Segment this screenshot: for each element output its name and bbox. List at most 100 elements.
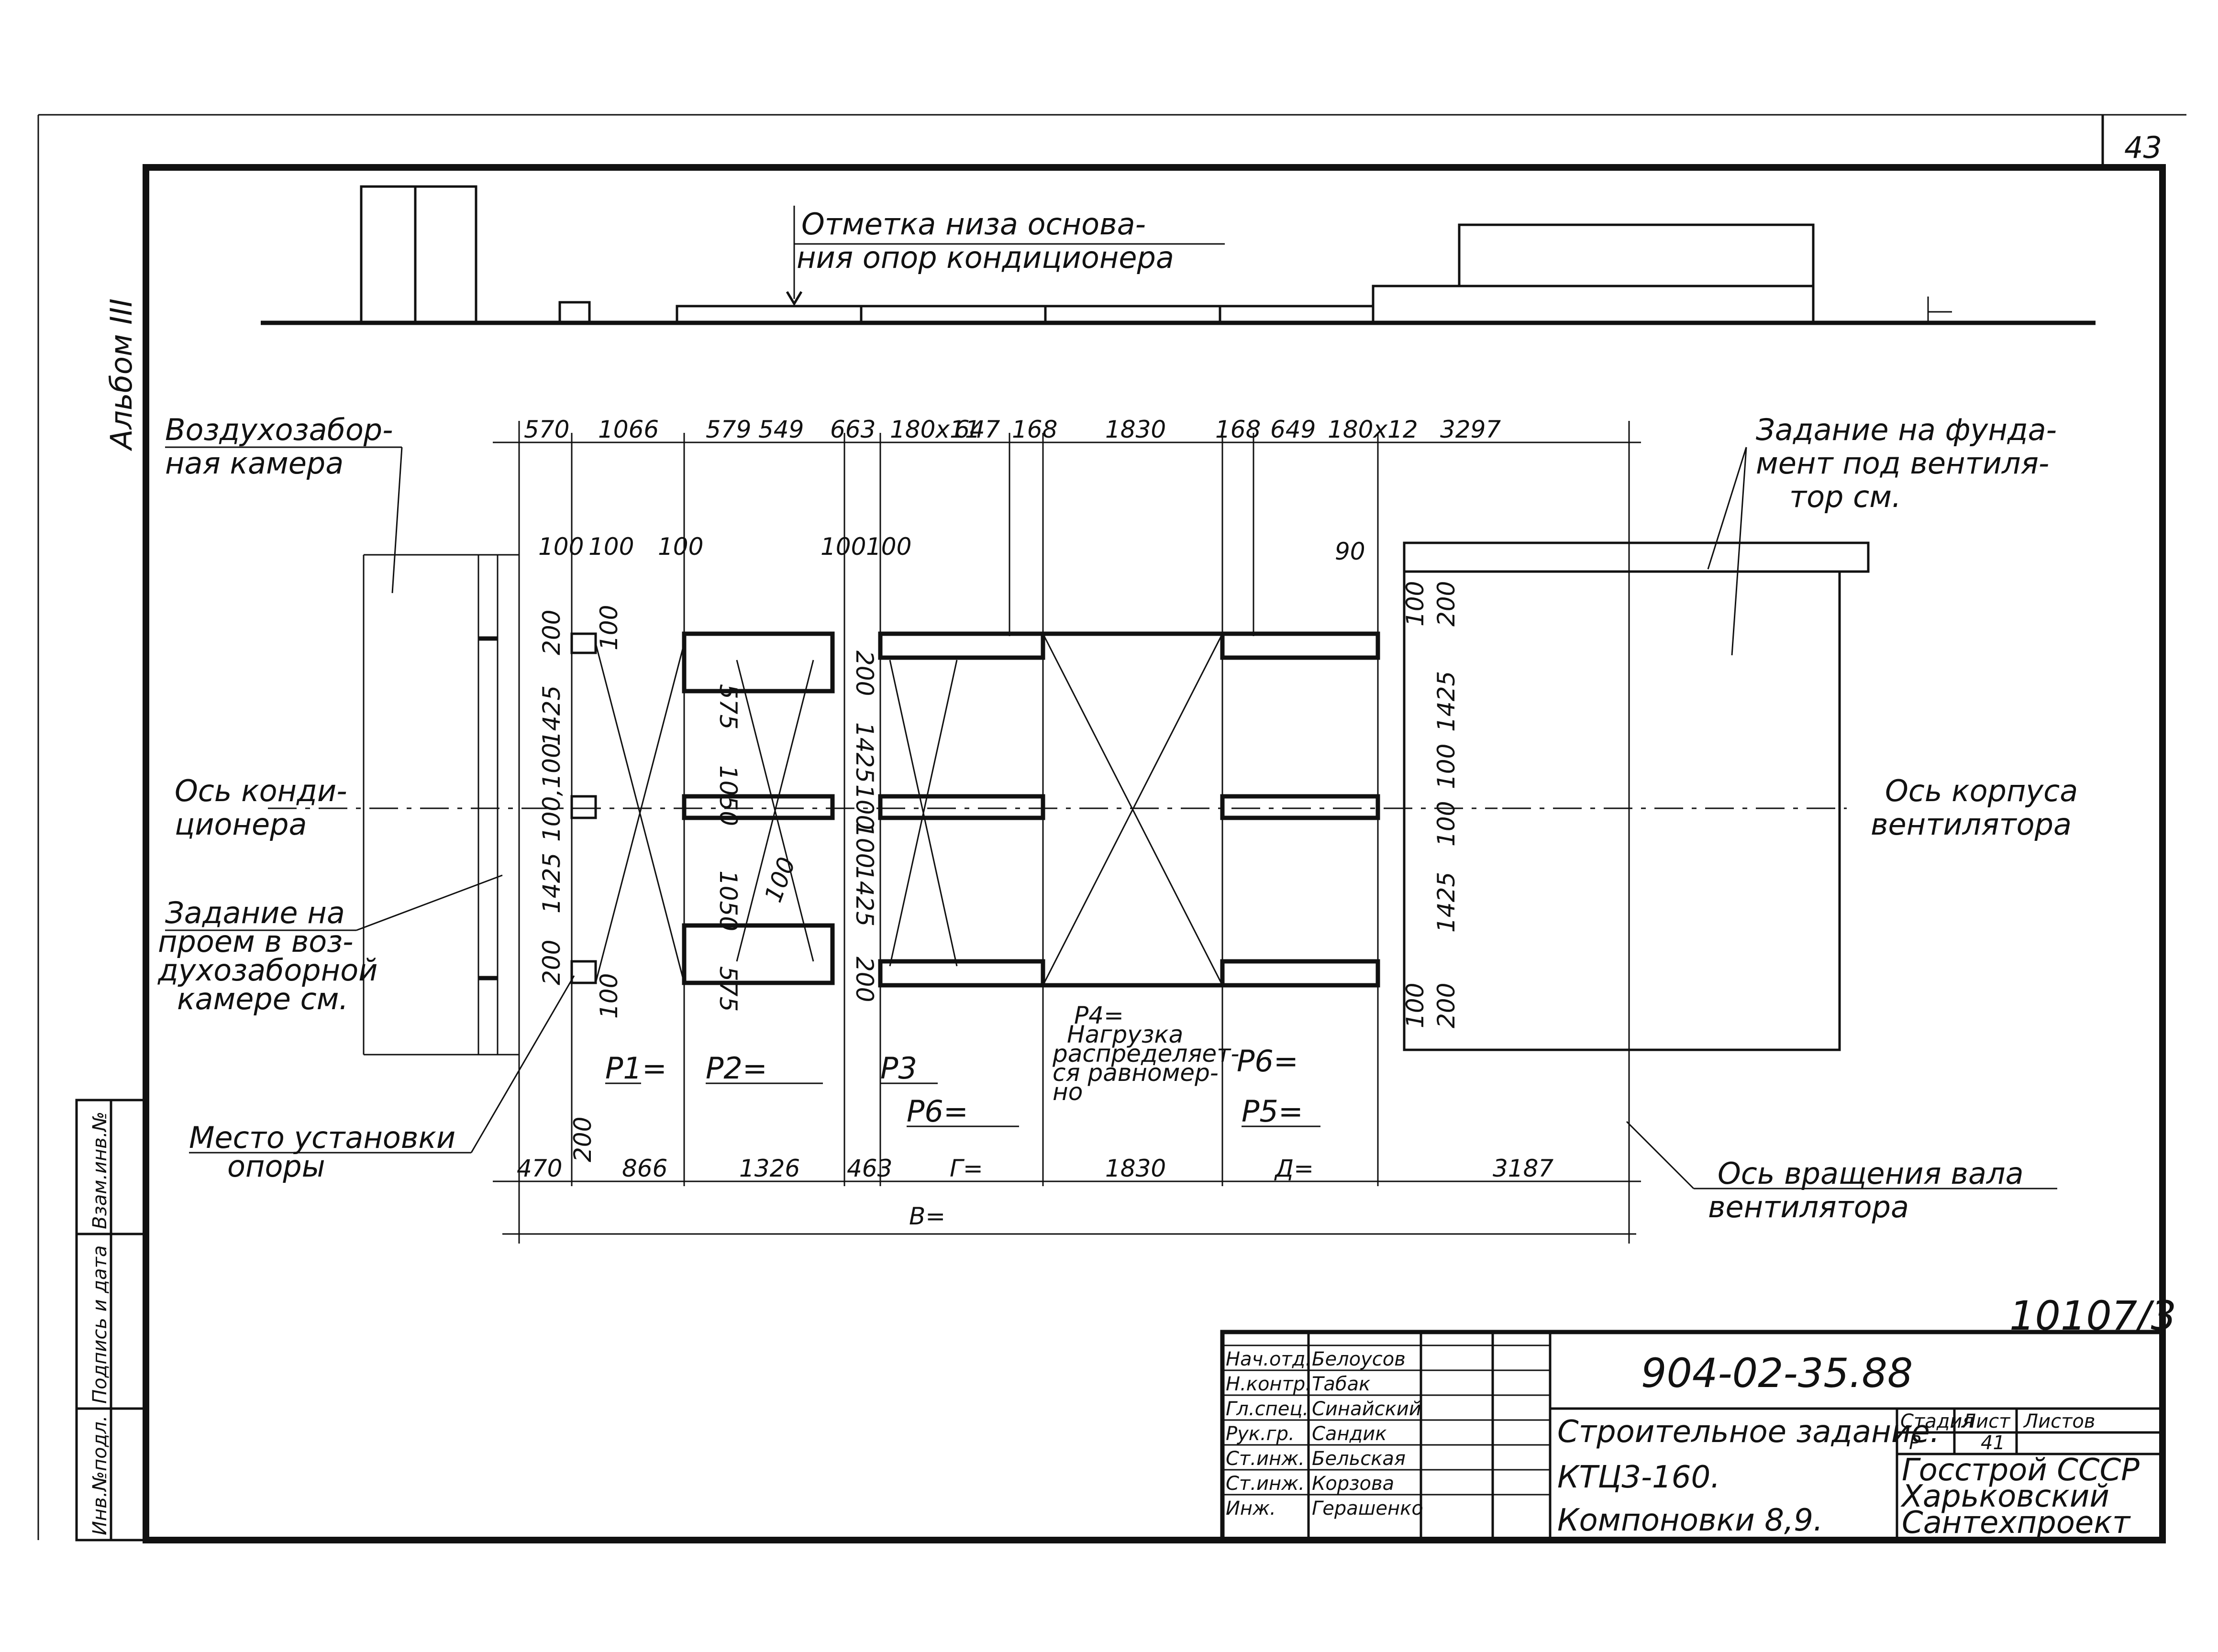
dim-top-2: 579: [706, 416, 751, 443]
title-block-rows: Нач.отд.БелоусовН.контр.ТабакГл.спец.Син…: [1222, 1344, 1550, 1520]
stamp-role: Гл.спец.: [1226, 1398, 1309, 1420]
opening-label-1: Задание на: [165, 895, 345, 930]
intake-chamber-label-2: ная камера: [165, 446, 344, 481]
load-p4-5: но: [1053, 1078, 1083, 1106]
vdim-r-1425-top: 1425: [1432, 671, 1460, 732]
dim-top-4: 663: [830, 416, 876, 443]
dim-bot-v: В=: [909, 1202, 945, 1230]
dim-top-11: 180x12: [1328, 416, 1418, 443]
opening-label-3: духозаборной: [157, 953, 377, 988]
stamp-role: Ст.инж.: [1226, 1448, 1305, 1470]
stamp-role: Ст.инж.: [1226, 1473, 1305, 1495]
vdim-c3-200-top: 200: [851, 650, 878, 696]
load-p4-4: ся равномер-: [1053, 1059, 1219, 1087]
dim-small-100c: 100: [658, 533, 703, 561]
stamp-name: Герашенко: [1312, 1498, 1423, 1520]
stamp-role: Н.контр.: [1226, 1373, 1311, 1395]
album-label: Альбом III: [104, 298, 139, 452]
dim-bot-d: Д=: [1274, 1155, 1314, 1182]
stamp-name: Табак: [1312, 1373, 1370, 1395]
dim-bot-1: 866: [622, 1155, 667, 1182]
vdim-c3-100b: 100: [851, 823, 878, 868]
vdim-left-1425-top: 1425: [538, 685, 566, 746]
dim-top-6: 647: [954, 416, 1000, 443]
base-mark-label-2: ния опор кондиционера: [797, 240, 1174, 275]
vdim-r-200-top: 200: [1432, 581, 1460, 627]
support-label-2: опоры: [227, 1149, 325, 1184]
vdim-c3-1425-top: 1425: [851, 722, 878, 783]
org-line-3: Сантехпроект: [1902, 1505, 2131, 1541]
vdim-left-100-bot: 100: [595, 973, 623, 1019]
load-p4-2: Нагрузка: [1067, 1021, 1183, 1048]
stamp-name: Синайский: [1312, 1398, 1421, 1420]
title-line-3: Компоновки 8,9.: [1557, 1503, 1823, 1538]
sheet-header: Лист: [1961, 1410, 2011, 1432]
stamp-role: Инж.: [1226, 1498, 1276, 1520]
dim-top-1: 1066: [598, 416, 659, 443]
vdim-r-100-top: 100: [1401, 581, 1429, 627]
sheet-frame: [37, 114, 2186, 1543]
side-stamp: [75, 1099, 147, 1542]
callouts: Воздухозабор- ная камера Задание на фунд…: [157, 412, 2078, 1224]
side-stamp-inv: Инв.№подл.: [89, 1415, 111, 1535]
title-block: [1220, 1330, 2165, 1542]
fan-foundation-label-3: тор см.: [1789, 479, 1901, 514]
dim-top-8: 1830: [1105, 416, 1166, 443]
dim-small-100b: 100: [588, 533, 634, 561]
dim-top-10: 649: [1270, 416, 1316, 443]
side-stamp-vzam: Взам.инв.№: [89, 1112, 111, 1229]
vertical-dimensions: 200 1425 100,100 1425 200 100 100 575 10…: [538, 581, 1460, 1162]
dim-top-12: 3297: [1440, 416, 1501, 443]
vdim-left-200-top: 200: [538, 610, 566, 655]
dim-bot-0: 470: [517, 1155, 562, 1182]
sheets-header: Листов: [2023, 1410, 2095, 1432]
stamp-role: Рук.гр.: [1226, 1423, 1295, 1445]
vdim-r-200-bot: 200: [1432, 983, 1460, 1028]
top-dimensions: 570 1066 579 549 663 180x11 647 168 1830…: [524, 416, 1501, 443]
base-mark-label-1: Отметка низа основа-: [801, 207, 1146, 242]
dim-small-90: 90: [1335, 538, 1365, 565]
cond-axis-label-1: Ось конди-: [175, 773, 347, 808]
vdim-r-1425-bot: 1425: [1432, 872, 1460, 933]
shaft-axis-label-1: Ось вращения вала: [1718, 1156, 2024, 1191]
shaft-axis-label-2: вентилятора: [1708, 1189, 1909, 1224]
org-line-2: Харьковский: [1900, 1479, 2109, 1514]
opening-label-4: камере см.: [177, 981, 348, 1016]
dim-top-3: 549: [758, 416, 804, 443]
vdim-left-200-bot: 200: [538, 940, 566, 985]
stamp-role: Нач.отд.: [1226, 1348, 1311, 1370]
dim-small-100a: 100: [538, 533, 584, 561]
load-p1: P1=: [605, 1051, 667, 1086]
dim-top-0: 570: [524, 416, 569, 443]
dim-bot-2: 1326: [739, 1155, 800, 1182]
dim-top-5: 180x11: [890, 416, 980, 443]
doc-number: 904-02-35.88: [1641, 1350, 1913, 1397]
vdim-c2-1050-bot: 1050: [714, 870, 742, 931]
vdim-r-100-bot: 100: [1401, 983, 1429, 1028]
stage-value: Р: [1909, 1432, 1921, 1454]
vdim-left-1425-bot: 1425: [538, 853, 566, 914]
vdim-left-100-top: 100: [595, 605, 623, 650]
vdim-c3-100: 100: [851, 784, 878, 830]
cond-axis-label-2: ционера: [175, 807, 307, 842]
vdim-c2-575-bot: 575: [714, 966, 742, 1012]
vdim-c2-1050-top: 1050: [714, 765, 742, 826]
vdim-c3-200-bot: 200: [851, 957, 878, 1002]
fan-axis-label-2: вентилятора: [1871, 807, 2072, 842]
dim-bot-3: 463: [847, 1155, 892, 1182]
dim-small-100e: 100: [866, 533, 911, 561]
dim-bot-g: Г=: [950, 1155, 983, 1182]
vdim-c2-100: 100: [759, 854, 801, 906]
plan-supports: [363, 541, 1870, 1056]
stamp-name: Белоусов: [1312, 1348, 1406, 1370]
org-line-1: Госстрой СССР: [1902, 1453, 2140, 1488]
load-p2: P2=: [706, 1051, 767, 1086]
vdim-c2-575-top: 575: [714, 684, 742, 729]
stamp-name: Бельская: [1312, 1448, 1406, 1470]
dim-top-7: 168: [1012, 416, 1057, 443]
side-stamp-sign: Подпись и дата: [89, 1245, 111, 1404]
stamp-name: Сандик: [1312, 1423, 1386, 1445]
vdim-left-100100: 100,100: [538, 743, 566, 842]
vdim-r-100a: 100: [1432, 744, 1460, 789]
